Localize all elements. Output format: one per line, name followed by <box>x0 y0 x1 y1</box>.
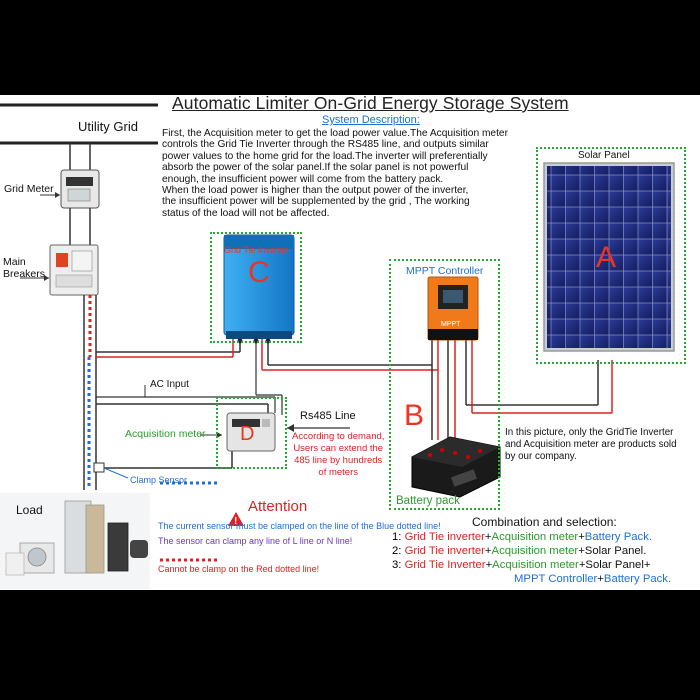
solar-panel-group-box <box>536 147 686 364</box>
product-note: In this picture, only the GridTie Invert… <box>505 427 677 462</box>
system-description-heading: System Description: <box>322 114 420 126</box>
combination-number: 1: <box>392 531 405 543</box>
combination-part: Grid Tie inverter <box>404 545 485 557</box>
letter-c: C <box>248 256 270 289</box>
combination-part: MPPT Controller <box>514 573 598 585</box>
combination-part: Battery Pack. <box>603 573 672 585</box>
mppt-controller-label: MPPT Controller <box>406 265 484 277</box>
main-breakers-label: Main Breakers <box>3 256 46 280</box>
utility-grid-label: Utility Grid <box>78 119 138 134</box>
attention-line-3: Cannot be clamp on the Red dotted line! <box>158 564 320 574</box>
desc-line: First, the Acquisition meter to get the … <box>162 128 508 139</box>
combination-part: +Solar Panel. <box>578 545 647 557</box>
rs485-note: According to demand, Users can extend th… <box>292 431 385 478</box>
desc-line: status of the load will not be affected. <box>162 207 330 219</box>
combination-part: + <box>484 545 492 557</box>
clamp-sensor-label: Clamp Sensor <box>130 475 188 485</box>
combination-part: Acquisition meter <box>491 545 579 557</box>
inverter-group-box <box>210 232 302 343</box>
grid-tie-inverter-device <box>223 234 295 344</box>
solar-panel-device <box>543 162 675 352</box>
ac-input-label: AC Input <box>150 379 189 390</box>
combination-heading: Combination and selection: <box>472 515 617 529</box>
battery-pack-device <box>411 436 501 498</box>
battery-pack-label: Battery pack <box>396 495 460 507</box>
grid-meter-label: Grid Meter <box>4 183 54 195</box>
combination-part: + <box>484 531 492 543</box>
mppt-device-label: MPPT <box>441 321 461 328</box>
combination-part: + <box>578 531 585 543</box>
combination-number: 3: <box>392 559 405 571</box>
diagram-canvas: ! Automatic Limiter On-Grid Energy Stora… <box>0 95 700 590</box>
letter-d: D <box>240 423 255 445</box>
combination-part: Battery Pack. <box>584 531 652 543</box>
combination-part: Grid Tie inverter <box>404 531 485 543</box>
combination-option-2: 2: Grid Tie inverter+Acquisition meter+S… <box>392 544 671 558</box>
load-label: Load <box>16 503 43 517</box>
page-title: Automatic Limiter On-Grid Energy Storage… <box>172 95 569 113</box>
grid-tie-inverter-label: Grid Tie Inverter <box>224 245 289 255</box>
attention-icon <box>228 512 244 526</box>
letter-b: B <box>404 399 425 432</box>
acquisition-meter-label: Acquisition meter <box>125 428 206 440</box>
combination-option-1: 1: Grid Tie inverter+Acquisition meter+B… <box>392 530 671 544</box>
combination-part: +Solar Panel+ <box>578 559 651 571</box>
acquisition-meter-device <box>226 412 276 452</box>
grid-meter-device <box>60 169 100 209</box>
combination-list: 1: Grid Tie inverter+Acquisition meter+B… <box>392 530 671 586</box>
rs485-line-label: Rs485 Line <box>300 410 356 422</box>
main-breaker-device <box>49 244 99 296</box>
desc-line: When the load power is higher than the o… <box>162 185 469 197</box>
combination-part: Grid Tie Inverter <box>404 559 486 571</box>
combination-part: + <box>597 573 604 585</box>
desc-line: the insufficient power will be supplemen… <box>162 196 470 208</box>
wiring-layer: ! <box>0 103 675 589</box>
system-description-text: First, the Acquisition meter to get the … <box>162 128 562 219</box>
acquisition-meter-group-box <box>216 397 287 469</box>
desc-line: enough, the insufficient power will come… <box>162 173 444 185</box>
solar-panel-label: Solar Panel <box>578 150 630 161</box>
combination-option-3-continued: MPPT Controller+Battery Pack. <box>392 572 671 586</box>
attention-line-1: The current sensor must be clamped on th… <box>158 521 441 531</box>
desc-line: absorb the power of the solar panel.If t… <box>162 162 469 174</box>
svg-text:!: ! <box>234 516 237 527</box>
combination-part: Acquisition meter <box>492 559 579 571</box>
mppt-controller-device <box>427 276 479 341</box>
attention-title: Attention <box>248 498 308 515</box>
attention-line-2: The sensor can clamp any line of L line … <box>158 536 353 546</box>
combination-part: Acquisition meter <box>491 531 579 543</box>
desc-line: power values to the home grid for the lo… <box>162 150 488 162</box>
combination-part: + <box>485 559 493 571</box>
letter-a: A <box>596 241 617 274</box>
combination-number: 2: <box>392 545 405 557</box>
desc-line: controls the Grid Tie Inverter through t… <box>162 139 489 151</box>
combination-option-3: 3: Grid Tie Inverter+Acquisition meter+S… <box>392 558 671 572</box>
load-appliances <box>0 493 150 589</box>
mppt-battery-group-box <box>389 259 500 510</box>
